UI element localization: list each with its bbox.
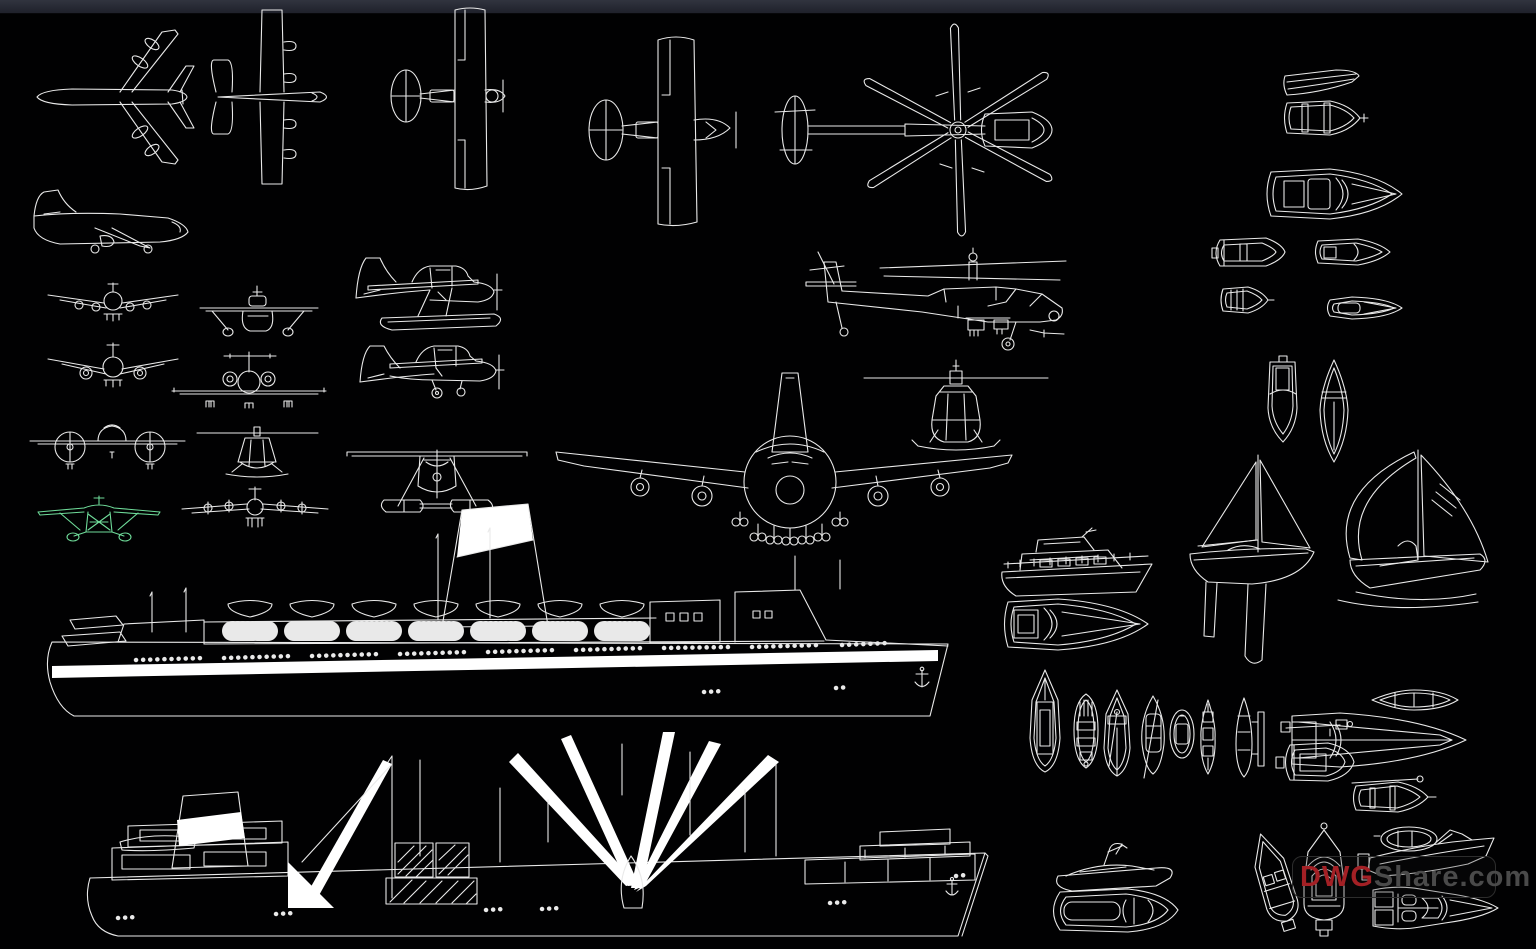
sailing-dinghy-top-2-block[interactable]	[1103, 689, 1131, 777]
speedboat-top-v-block[interactable]	[1267, 355, 1298, 443]
turboprop-top-block[interactable]	[210, 9, 328, 185]
bizjet-front-block[interactable]	[171, 351, 327, 409]
speedboat-top-small-block[interactable]	[1326, 296, 1403, 320]
inflatable-top-h-block[interactable]	[1275, 742, 1355, 782]
round-dinghy-top-block[interactable]	[1169, 709, 1195, 759]
airliner-top-block[interactable]	[36, 29, 195, 165]
cargoplane-front-block[interactable]	[181, 486, 329, 528]
speedboat-top-h-block[interactable]	[1003, 598, 1149, 651]
speedboat-arrow-top-block[interactable]	[1291, 712, 1467, 768]
speedboat-top-large-block[interactable]	[1266, 168, 1403, 220]
highwing-front-small-block[interactable]	[199, 285, 319, 337]
twinjet-front-block[interactable]	[47, 342, 179, 388]
kayak-top-2-block[interactable]	[1200, 699, 1216, 775]
blocks-layer	[29, 7, 1499, 937]
sailboat-side-block[interactable]	[1189, 454, 1315, 664]
lightplane-top-block[interactable]	[390, 7, 506, 191]
seaplane-top-block[interactable]	[588, 36, 737, 227]
canoe-top-h-block[interactable]	[1371, 689, 1459, 711]
rowboat-top-a-block[interactable]	[1283, 69, 1360, 96]
cessna-side-block[interactable]	[359, 345, 505, 399]
sailing-dinghy-top-1-block[interactable]	[1029, 669, 1061, 773]
rowboat-rudder-top-block[interactable]	[1351, 775, 1437, 813]
window-top-edge	[0, 0, 1536, 14]
heli-front-small-block[interactable]	[196, 426, 319, 478]
spinnaker-sailboat-block[interactable]	[1337, 449, 1489, 609]
ocean-liner-block[interactable]	[46, 503, 949, 717]
motorboat-top-arch-block[interactable]	[1303, 822, 1345, 937]
bell-front-block[interactable]	[863, 359, 1049, 451]
cargo-ship-block[interactable]	[86, 732, 989, 937]
canoe-top-v-block[interactable]	[1319, 359, 1349, 463]
watermark-prefix: DWG	[1300, 860, 1374, 893]
inflatable-top-block[interactable]	[1211, 237, 1286, 267]
helicopter-top-block[interactable]	[774, 23, 1053, 237]
jetski-top-block[interactable]	[1052, 888, 1179, 933]
jumbo-front-small-block[interactable]	[47, 282, 179, 322]
kayak-top-1-block[interactable]	[1141, 695, 1165, 779]
jet-side-block[interactable]	[33, 189, 189, 254]
outboard-motor-side-block[interactable]	[1280, 719, 1354, 737]
apache-side-block[interactable]	[805, 247, 1067, 351]
jetski-side-block[interactable]	[1056, 842, 1173, 892]
jumbo-front-large-block[interactable]	[555, 372, 1013, 546]
rowboat-top-small-block[interactable]	[1220, 286, 1275, 314]
watermark-suffix: Share.com	[1373, 860, 1532, 893]
green-highwing-front-block[interactable]	[37, 495, 161, 542]
twinprop-front-block[interactable]	[29, 424, 186, 470]
motorboat-top-small-block[interactable]	[1314, 238, 1391, 266]
motoryacht-side-block[interactable]	[1001, 527, 1153, 597]
floatplane-front-block[interactable]	[346, 449, 528, 513]
floatplane-side-block[interactable]	[355, 257, 503, 331]
speedboat-top-br-block[interactable]	[1372, 886, 1499, 930]
windsurfer-top-block[interactable]	[1235, 697, 1265, 778]
rowboat-top-v-block[interactable]	[1073, 693, 1099, 769]
rowboat-top-b-block[interactable]	[1283, 100, 1369, 136]
motorboat-top-tilt-block[interactable]	[1245, 829, 1305, 934]
